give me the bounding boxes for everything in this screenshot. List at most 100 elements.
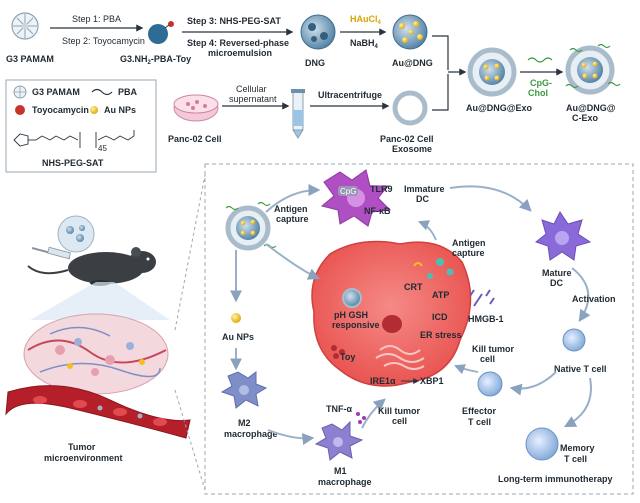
legend-au-nps: Au NPs xyxy=(104,105,136,115)
step2-label: Step 2: Toyocamycin xyxy=(62,36,145,46)
step4-label-line1: Step 4: Reversed-phase xyxy=(187,38,289,48)
legend-nhs-peg-sat: NHS-PEG-SAT xyxy=(42,158,104,168)
tlr9-label: TLR9 xyxy=(370,184,393,194)
er-stress-label: ER stress xyxy=(420,330,462,340)
arrow-kill-left xyxy=(361,398,386,429)
memory-t-cell-label-line1: Memory xyxy=(560,443,595,453)
arrow-to-mature-dc xyxy=(449,185,532,212)
icd-label: ICD xyxy=(432,312,448,322)
mature-dc-icon xyxy=(534,211,592,261)
cpg-strand-icon xyxy=(527,57,553,63)
arrow-activation xyxy=(571,267,591,322)
ultracentrifuge-label: Ultracentrifuge xyxy=(318,90,382,100)
m1-label-line2: macrophage xyxy=(318,477,372,487)
kill-tumor-cell-left-line1: Kill tumor xyxy=(378,406,420,416)
activation-label: Activation xyxy=(572,294,616,304)
bracket-top xyxy=(432,35,449,70)
native-t-cell-label: Native T cell xyxy=(554,364,607,374)
m1-label-line1: M1 xyxy=(334,466,347,476)
nhs-peg-sat-structure-icon xyxy=(13,130,135,148)
step4-label-line2: microemulsion xyxy=(208,48,272,58)
native-t-cell-icon xyxy=(562,328,586,352)
immature-dc-icon xyxy=(320,169,392,227)
cpg-label: CpG xyxy=(340,187,356,196)
panc02-dish-icon xyxy=(173,94,219,122)
au-dng-c-exo-icon xyxy=(565,43,621,95)
exosome-icon xyxy=(392,90,428,126)
mechanism-panel: Antigen capture CpG TLR9 NF-κB Immature … xyxy=(204,163,634,495)
syringe-icon xyxy=(31,246,71,260)
nanoparticle-zoom-icon xyxy=(57,215,95,253)
legend-box: G3 PAMAM PBA Toyocamycin Au NPs 45 NHS-P… xyxy=(5,79,157,173)
kill-tumor-cell-right-line1: Kill tumor xyxy=(472,344,514,354)
zoom-line-top xyxy=(174,174,206,331)
au-dng-exo-label: Au@DNG@Exo xyxy=(466,103,533,113)
kill-tumor-cell-left-line2: cell xyxy=(392,416,407,426)
dng-icon xyxy=(300,14,336,50)
hmgb1-label: HMGB-1 xyxy=(468,314,504,324)
tumor-tissue-icon xyxy=(23,313,169,395)
nfkb-label: NF-κB xyxy=(364,206,391,216)
au-dng-label: Au@DNG xyxy=(392,58,433,68)
legend-pamam-icon xyxy=(13,85,27,99)
haucl4-label: HAuCl4 xyxy=(350,14,382,26)
au-nps-label: Au NPs xyxy=(222,332,254,342)
c-exo-label-line1: Au@DNG@ xyxy=(566,103,616,113)
legend-g3-pamam: G3 PAMAM xyxy=(32,87,80,97)
legend-pba: PBA xyxy=(118,87,138,97)
antigen-capture-mid-line1: Antigen xyxy=(452,238,486,248)
kill-tumor-cell-right-line2: cell xyxy=(480,354,495,364)
hmgb1-icon xyxy=(469,289,495,307)
ire1a-label: IRE1α xyxy=(370,376,396,386)
crt-label: CRT xyxy=(404,282,423,292)
tumor-microenvironment-label-line2: microenvironment xyxy=(44,453,123,463)
blood-vessel-icon xyxy=(5,385,191,439)
ph-gsh-label-line1: pH GSH xyxy=(334,310,368,320)
supernatant-label-line2: supernatant xyxy=(229,94,277,104)
immature-dc-label-line1: Immature xyxy=(404,184,445,194)
au-dng-icon xyxy=(392,14,428,50)
atp-label: ATP xyxy=(432,290,449,300)
step1-label: Step 1: PBA xyxy=(72,14,121,24)
tube-icon xyxy=(291,89,305,139)
step3-label: Step 3: NHS-PEG-SAT xyxy=(187,16,281,26)
mechanism-frame xyxy=(204,163,634,495)
legend-pba-icon xyxy=(91,88,113,96)
long-term-label: Long-term immunotherapy xyxy=(498,474,613,484)
exosome-label-line1: Panc-02 Cell xyxy=(380,134,434,144)
zoom-line-bottom xyxy=(174,389,206,491)
antigen-capture-top-line1: Antigen xyxy=(274,204,308,214)
ph-gsh-label-line2: responsive xyxy=(332,320,380,330)
tumor-microenvironment-label-line1: Tumor xyxy=(68,442,96,452)
pamam-icon xyxy=(11,12,39,40)
xbp1-label: XBP1 xyxy=(420,376,444,386)
effector-t-cell-label-line1: Effector xyxy=(462,406,497,416)
m2-label-line2: macrophage xyxy=(224,429,278,439)
antigen-capture-top-line2: capture xyxy=(276,214,309,224)
arrow-to-immature-dc xyxy=(265,184,321,213)
memory-t-cell-icon xyxy=(525,427,559,461)
m1-macrophage-icon xyxy=(314,420,364,461)
tnf-alpha-dots-icon xyxy=(356,412,366,424)
c-exo-label-line2: C-Exo xyxy=(572,113,599,123)
antigen-capture-mid-line2: capture xyxy=(452,248,485,258)
arrow-to-memory xyxy=(563,377,592,428)
nabh4-label: NaBH4 xyxy=(350,38,379,50)
toy-label: Toy xyxy=(340,352,355,362)
legend-au-nps-icon xyxy=(90,106,98,114)
legend-peg-n: 45 xyxy=(98,144,107,153)
intermediate-label: G3.NH2-PBA-Toy xyxy=(120,54,191,66)
cpg-label-line2: Chol xyxy=(528,88,548,98)
tnf-alpha-label: TNF-α xyxy=(326,404,352,414)
effector-t-cell-label-line2: T cell xyxy=(468,417,491,427)
legend-toyocamycin: Toyocamycin xyxy=(32,105,89,115)
bracket-bottom xyxy=(432,74,449,111)
synthesis-section: G3 PAMAM Step 1: PBA Step 2: Toyocamycin… xyxy=(6,12,621,154)
au-dng-exo-icon xyxy=(467,47,517,97)
arrow-to-tumor xyxy=(265,243,321,280)
arrow-antigen-mid xyxy=(417,220,437,241)
c-exo-particle-icon xyxy=(225,201,277,251)
panc02-cell-label: Panc-02 Cell xyxy=(168,134,222,144)
